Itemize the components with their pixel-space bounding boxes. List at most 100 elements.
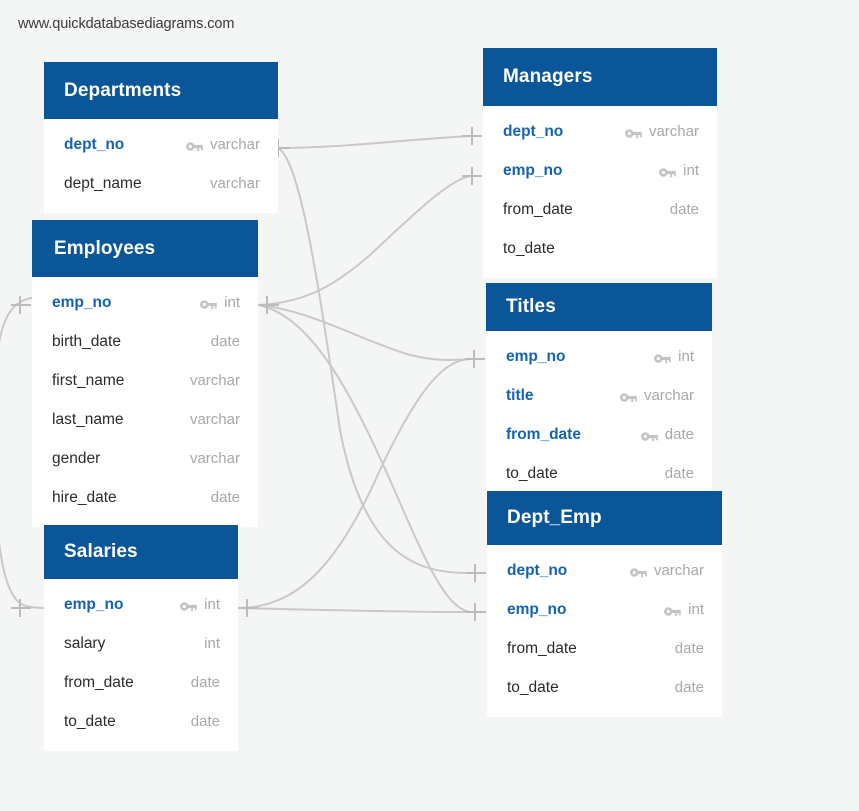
column-row[interactable]: birth_date date bbox=[32, 322, 258, 361]
column-row[interactable]: dept_no varchar bbox=[44, 125, 278, 164]
column-type: varchar bbox=[189, 411, 240, 428]
table-header-employees[interactable]: Employees bbox=[32, 220, 258, 277]
column-name: birth_date bbox=[52, 332, 121, 350]
column-name: emp_no bbox=[507, 600, 567, 618]
table-header-managers[interactable]: Managers bbox=[483, 48, 717, 106]
column-type: varchar bbox=[209, 136, 260, 153]
column-type: date bbox=[210, 333, 240, 350]
column-type: int bbox=[683, 162, 699, 179]
column-row[interactable]: title varchar bbox=[486, 376, 712, 415]
column-name: from_date bbox=[506, 425, 581, 443]
column-row[interactable]: from_date date bbox=[486, 415, 712, 454]
key-icon bbox=[185, 139, 203, 152]
column-name: dept_name bbox=[64, 174, 142, 192]
column-name: emp_no bbox=[506, 347, 566, 365]
column-type: int bbox=[204, 596, 220, 613]
column-row[interactable]: to_date date bbox=[486, 454, 712, 493]
column-name: emp_no bbox=[52, 293, 112, 311]
column-type: date bbox=[190, 674, 220, 691]
key-icon bbox=[629, 565, 647, 578]
column-name: to_date bbox=[64, 712, 116, 730]
column-name: emp_no bbox=[64, 595, 124, 613]
key-icon bbox=[200, 297, 217, 310]
key-icon bbox=[654, 351, 671, 364]
column-name: dept_no bbox=[64, 135, 125, 153]
column-type: varchar bbox=[189, 372, 240, 389]
column-name: salary bbox=[64, 634, 106, 652]
edge-employees-managers bbox=[257, 175, 471, 306]
column-type: varchar bbox=[643, 387, 694, 404]
column-type: date bbox=[674, 640, 704, 657]
column-row[interactable]: dept_name varchar bbox=[44, 164, 278, 203]
column-name: to_date bbox=[503, 239, 555, 257]
column-row[interactable]: emp_no int bbox=[483, 151, 717, 190]
column-type: varchar bbox=[653, 562, 704, 579]
column-name: emp_no bbox=[503, 161, 563, 179]
table-body-dept-emp: dept_no varchar emp_no int from_date date to_d… bbox=[487, 545, 722, 717]
column-type: date bbox=[664, 465, 694, 482]
column-row[interactable]: to_date date bbox=[44, 702, 238, 741]
table-header-titles[interactable]: Titles bbox=[486, 283, 712, 331]
column-type: date bbox=[664, 426, 694, 443]
column-type: varchar bbox=[189, 450, 240, 467]
column-row[interactable]: hire_date date bbox=[32, 478, 258, 517]
column-type: date bbox=[210, 489, 240, 506]
column-row[interactable]: emp_no int bbox=[486, 337, 712, 376]
column-row[interactable]: emp_no int bbox=[487, 590, 722, 629]
key-icon bbox=[664, 604, 681, 617]
edge-departments-deptemp bbox=[277, 147, 471, 574]
key-icon bbox=[180, 599, 197, 612]
column-row[interactable]: dept_no varchar bbox=[487, 551, 722, 590]
table-header-dept-emp[interactable]: Dept_Emp bbox=[487, 491, 722, 545]
key-icon bbox=[659, 165, 676, 178]
column-type: int bbox=[678, 348, 694, 365]
column-row[interactable]: emp_no int bbox=[32, 283, 258, 322]
column-row[interactable]: dept_no varchar bbox=[483, 112, 717, 151]
column-name: dept_no bbox=[507, 561, 568, 579]
column-name: from_date bbox=[507, 639, 577, 657]
column-name: gender bbox=[52, 449, 101, 467]
edge-salaries-titles bbox=[237, 358, 471, 609]
column-row[interactable]: from_date date bbox=[487, 629, 722, 668]
column-type: varchar bbox=[648, 123, 699, 140]
column-name: hire_date bbox=[52, 488, 117, 506]
edge-departments-managers bbox=[277, 135, 471, 149]
table-managers[interactable]: Managers dept_no varchar emp_no int from_dat… bbox=[483, 48, 717, 278]
table-header-departments[interactable]: Departments bbox=[44, 62, 278, 119]
key-icon bbox=[640, 429, 658, 442]
column-name: title bbox=[506, 386, 534, 404]
key-icon bbox=[624, 126, 642, 139]
column-type: int bbox=[688, 601, 704, 618]
edge-employees-titles bbox=[257, 304, 471, 362]
column-type: int bbox=[224, 294, 240, 311]
column-row[interactable]: gender varchar bbox=[32, 439, 258, 478]
table-dept-emp[interactable]: Dept_Emp dept_no varchar emp_no int from_dat… bbox=[487, 491, 722, 717]
table-header-salaries[interactable]: Salaries bbox=[44, 525, 238, 579]
column-name: first_name bbox=[52, 371, 125, 389]
column-row[interactable]: first_name varchar bbox=[32, 361, 258, 400]
column-type: date bbox=[190, 713, 220, 730]
column-type: date bbox=[669, 201, 699, 218]
watermark-url: www.quickdatabasediagrams.com bbox=[18, 16, 235, 32]
column-type: varchar bbox=[209, 175, 260, 192]
edge-salaries-deptemp bbox=[237, 607, 471, 613]
column-name: to_date bbox=[506, 464, 558, 482]
column-name: dept_no bbox=[503, 122, 564, 140]
column-row[interactable]: to_date bbox=[483, 229, 717, 268]
edge-employees-deptemp bbox=[257, 304, 471, 613]
column-row[interactable]: emp_no int bbox=[44, 585, 238, 624]
key-icon bbox=[619, 390, 637, 403]
